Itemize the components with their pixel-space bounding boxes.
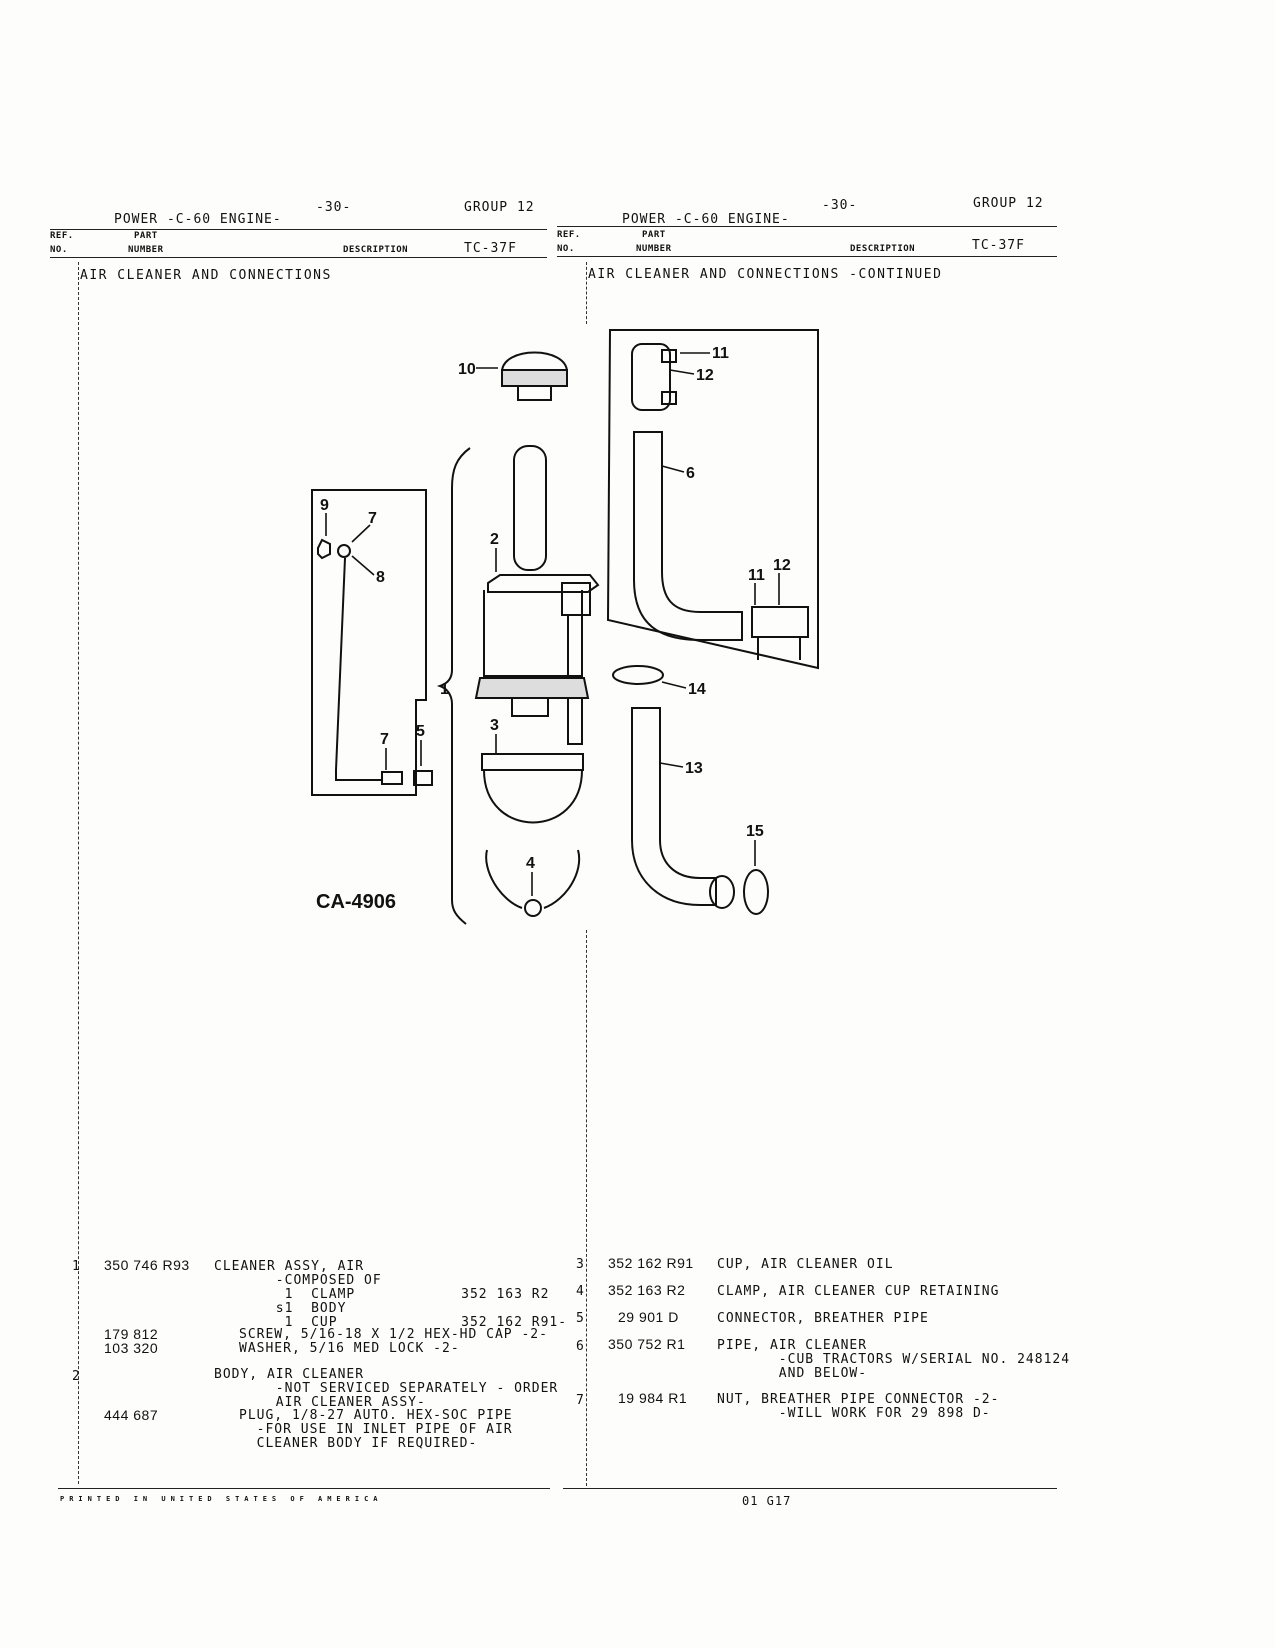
callout-12a: 12 <box>696 367 714 384</box>
right-desc-7: NUT, BREATHER PIPE CONNECTOR -2- -WILL W… <box>717 1392 1000 1421</box>
left-ref-1: 1 <box>72 1259 81 1274</box>
right-ref-5: 5 <box>576 1311 585 1326</box>
callout-11a: 11 <box>712 345 729 362</box>
callout-4: 4 <box>526 855 535 872</box>
callout-7a: 7 <box>368 510 377 527</box>
callout-10: 10 <box>458 361 476 378</box>
right-ref-4: 4 <box>576 1284 585 1299</box>
right-part-5: 29 901 D <box>618 1309 679 1325</box>
right-ref-label: REF. <box>557 230 581 240</box>
left-page-number: -30- <box>316 200 352 215</box>
left-section-title: AIR CLEANER AND CONNECTIONS <box>80 268 332 283</box>
callout-1: 1 <box>440 681 449 698</box>
callout-3: 3 <box>490 717 499 734</box>
right-no-label: NO. <box>557 244 575 254</box>
callout-7b: 7 <box>380 731 389 748</box>
right-part-6: 350 752 R1 <box>608 1336 686 1352</box>
callout-15: 15 <box>746 823 764 840</box>
printed-in-usa: PRINTED IN UNITED STATES OF AMERICA <box>60 1495 383 1503</box>
left-part-label: PART <box>134 231 158 241</box>
callout-8: 8 <box>376 569 385 586</box>
right-description-label: DESCRIPTION <box>850 244 916 254</box>
left-part-1: 350 746 R93 <box>104 1257 190 1273</box>
callout-12b: 12 <box>773 557 791 574</box>
right-ref-3: 3 <box>576 1257 585 1272</box>
right-code: TC-37F <box>972 238 1025 253</box>
right-desc-6: PIPE, AIR CLEANER -CUB TRACTORS W/SERIAL… <box>717 1338 1071 1381</box>
right-ref-6: 6 <box>576 1339 585 1354</box>
callout-14: 14 <box>688 681 706 698</box>
left-desc-3: BODY, AIR CLEANER -NOT SERVICED SEPARATE… <box>214 1367 559 1410</box>
left-part-4: 444 687 <box>104 1407 159 1423</box>
callout-5: 5 <box>416 723 425 740</box>
left-ref-3: 2 <box>72 1369 81 1384</box>
right-page-number: -30- <box>822 198 858 213</box>
left-description-label: DESCRIPTION <box>343 245 409 255</box>
callout-6: 6 <box>686 465 695 482</box>
right-engine-title: POWER -C-60 ENGINE- <box>622 212 790 227</box>
right-desc-3: CUP, AIR CLEANER OIL <box>717 1257 894 1272</box>
left-desc-4: PLUG, 1/8-27 AUTO. HEX-SOC PIPE -FOR USE… <box>239 1408 513 1451</box>
left-desc-2: SCREW, 5/16-18 X 1/2 HEX-HD CAP -2- WASH… <box>239 1327 548 1356</box>
right-number-label: NUMBER <box>636 244 672 254</box>
figure-id: CA-4906 <box>316 891 396 913</box>
right-part-label: PART <box>642 230 666 240</box>
right-desc-5: CONNECTOR, BREATHER PIPE <box>717 1311 929 1326</box>
right-group: GROUP 12 <box>973 196 1044 211</box>
left-part-2: 179 812 103 320 <box>104 1326 159 1356</box>
left-number-label: NUMBER <box>128 245 164 255</box>
right-part-3: 352 162 R91 <box>608 1255 694 1271</box>
right-part-4: 352 163 R2 <box>608 1282 686 1298</box>
left-engine-title: POWER -C-60 ENGINE- <box>114 212 282 227</box>
left-no-label: NO. <box>50 245 68 255</box>
callout-9: 9 <box>320 497 329 514</box>
callout-11b: 11 <box>748 567 765 584</box>
exploded-parts-diagram: 10 9 7 8 2 1 3 7 5 4 11 12 6 11 12 14 13… <box>311 329 819 925</box>
left-code: TC-37F <box>464 241 517 256</box>
right-desc-4: CLAMP, AIR CLEANER CUP RETAINING <box>717 1284 1000 1299</box>
right-part-7: 19 984 R1 <box>618 1390 688 1406</box>
left-desc-1: CLEANER ASSY, AIR -COMPOSED OF 1 CLAMP 3… <box>214 1259 568 1330</box>
left-ref-label: REF. <box>50 231 74 241</box>
footer-code: 01 G17 <box>742 1494 792 1508</box>
right-section-title: AIR CLEANER AND CONNECTIONS -CONTINUED <box>588 267 943 282</box>
callout-2: 2 <box>490 531 499 548</box>
callout-13: 13 <box>685 760 703 777</box>
right-ref-7: 7 <box>576 1393 585 1408</box>
left-group: GROUP 12 <box>464 200 535 215</box>
